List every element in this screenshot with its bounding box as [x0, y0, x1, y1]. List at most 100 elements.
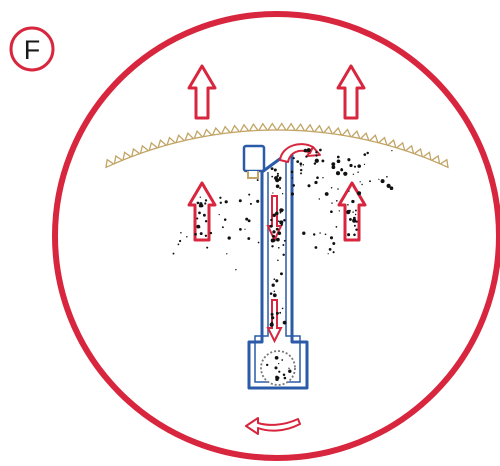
particle: [199, 196, 201, 198]
particle: [312, 233, 316, 236]
particle: [196, 224, 201, 229]
particle: [277, 231, 282, 236]
dome-scallop: [202, 128, 213, 138]
particle: [369, 180, 371, 183]
dome-scallop: [395, 141, 406, 152]
particle: [303, 148, 308, 153]
particle: [283, 376, 287, 380]
particle: [272, 293, 277, 298]
dome-scallop: [294, 122, 306, 132]
dome-scallop: [139, 144, 150, 155]
particle: [275, 211, 279, 216]
down-arrow-icon: [266, 299, 283, 344]
valve-box: [242, 144, 266, 173]
particle: [306, 148, 311, 153]
dome-icon: [105, 122, 449, 169]
particle: [281, 359, 284, 361]
particle: [330, 187, 333, 189]
particle: [324, 192, 329, 196]
particle: [296, 160, 300, 163]
particle: [282, 373, 286, 377]
particle: [331, 162, 336, 167]
particle: [335, 199, 338, 202]
particle: [177, 243, 180, 246]
particle: [273, 168, 277, 172]
dome-scallop: [105, 158, 116, 169]
particle: [281, 307, 284, 310]
particle: [275, 279, 279, 283]
particle: [300, 172, 302, 175]
particle: [270, 238, 275, 243]
particle: [328, 248, 332, 251]
particle: [331, 165, 336, 170]
particle: [270, 167, 274, 171]
particle: [218, 213, 220, 216]
particle: [279, 220, 284, 225]
tube: [242, 144, 309, 390]
particle: [335, 171, 341, 176]
particle: [276, 172, 279, 175]
particle: [275, 311, 279, 315]
particle: [330, 210, 333, 214]
particle: [329, 236, 334, 240]
particle: [363, 153, 367, 156]
particle: [196, 201, 200, 205]
dome-scallop: [377, 136, 388, 146]
particle: [318, 198, 321, 200]
particle: [272, 234, 276, 238]
up-arrow-icon: [187, 64, 217, 120]
bottom-container: [260, 350, 296, 386]
particle: [274, 366, 278, 370]
dome-scallop: [322, 125, 334, 135]
particle: [366, 151, 369, 155]
particle: [279, 208, 284, 213]
particle: [353, 233, 356, 237]
particle: [227, 236, 231, 240]
particle: [288, 367, 290, 369]
particle: [278, 362, 280, 365]
particle: [206, 246, 209, 249]
particle: [282, 253, 285, 257]
dome-scallop: [285, 122, 297, 132]
particle: [274, 355, 279, 360]
particle: [276, 174, 279, 178]
particle: [269, 224, 273, 228]
particle: [305, 155, 308, 158]
particle: [221, 226, 224, 229]
particle: [290, 170, 294, 174]
dome-scallop: [220, 125, 232, 135]
particle: [278, 370, 281, 373]
step-badge-circle: [9, 26, 55, 72]
particle: [276, 238, 279, 241]
particle: [271, 316, 275, 320]
particle: [289, 371, 291, 373]
particle: [386, 183, 391, 188]
particle: [180, 232, 182, 234]
particle: [386, 175, 388, 178]
particle: [223, 218, 227, 221]
dome-scallop: [257, 122, 269, 132]
particle: [332, 242, 336, 245]
particle: [209, 231, 213, 235]
particle: [299, 168, 303, 172]
particle: [340, 168, 344, 172]
dome-scallop: [184, 131, 195, 142]
particle: [244, 228, 246, 230]
particle: [352, 218, 357, 223]
particle: [389, 186, 394, 190]
particle: [248, 193, 251, 196]
particle: [269, 292, 273, 295]
particle: [179, 239, 182, 243]
particle: [335, 226, 338, 228]
particle: [348, 190, 350, 192]
dome-scallop: [413, 147, 424, 158]
particle: [332, 251, 335, 254]
particle: [270, 218, 273, 222]
particle: [355, 228, 358, 231]
particle: [354, 209, 357, 212]
dome-scallop: [229, 124, 241, 134]
valve-nozzle: [247, 171, 259, 179]
particle: [352, 211, 354, 213]
particle: [292, 157, 295, 160]
particle: [352, 173, 355, 175]
